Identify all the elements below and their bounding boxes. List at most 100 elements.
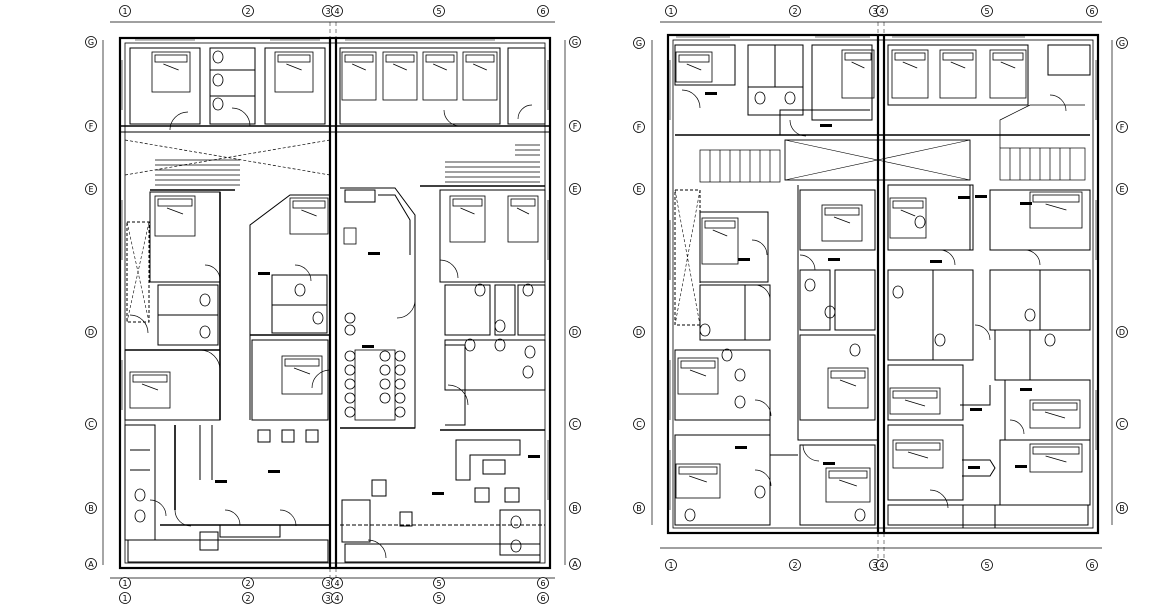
grid-row-bubble: C (633, 418, 645, 430)
grid-bubble-label: 2 (245, 579, 250, 588)
grid-bubble-label: 5 (436, 579, 441, 588)
grid-bubble-label: 4 (334, 594, 339, 603)
toilet-fixture (824, 305, 836, 319)
grid-column-bubble: 4 (331, 5, 343, 17)
bed (889, 387, 941, 415)
grid-row-bubble: G (569, 36, 581, 48)
toilet-fixture (699, 323, 711, 337)
grid-row-bubble: F (633, 121, 645, 133)
grid-row-bubble: A (85, 558, 97, 570)
toilet-fixture (754, 485, 766, 499)
toilet-fixture (134, 509, 146, 523)
annotation-mark (705, 92, 717, 95)
grid-bubble-label: B (88, 504, 94, 513)
bed (1029, 191, 1083, 229)
grid-column-bubble: 2 (789, 5, 801, 17)
grid-row-bubble: F (569, 120, 581, 132)
bed (1029, 399, 1081, 429)
bed (675, 51, 713, 83)
grid-bubble-label: 4 (334, 7, 339, 16)
grid-column-bubble: 4 (331, 592, 343, 604)
grid-column-bubble: 1 (119, 577, 131, 589)
grid-column-bubble: 5 (433, 577, 445, 589)
grid-column-bubble: 5 (433, 592, 445, 604)
grid-bubble-label: 6 (1089, 561, 1094, 570)
toilet-fixture (1024, 308, 1036, 322)
bed (382, 51, 418, 101)
grid-row-bubble: F (85, 120, 97, 132)
toilet-fixture (524, 345, 536, 359)
toilet-fixture (494, 338, 506, 352)
grid-bubble-label: 1 (122, 579, 127, 588)
bed (677, 357, 719, 395)
grid-column-bubble: 1 (119, 5, 131, 17)
grid-bubble-label: C (1119, 420, 1125, 429)
toilet-fixture (474, 283, 486, 297)
annotation-mark (738, 258, 750, 261)
grid-bubble-label: E (88, 185, 93, 194)
grid-column-bubble: 6 (537, 592, 549, 604)
grid-row-bubble: E (569, 183, 581, 195)
annotation-mark (968, 466, 980, 469)
grid-bubble-label: D (636, 328, 642, 337)
grid-row-bubble: C (1116, 418, 1128, 430)
grid-bubble-label: 1 (668, 561, 673, 570)
grid-row-bubble: C (569, 418, 581, 430)
annotation-mark (215, 480, 227, 483)
grid-column-bubble: 2 (242, 577, 254, 589)
grid-bubble-label: 1 (122, 7, 127, 16)
bed (841, 49, 875, 99)
annotation-mark (1020, 202, 1032, 205)
grid-bubble-label: E (572, 185, 577, 194)
grid-bubble-label: 5 (436, 594, 441, 603)
grid-bubble-label: B (1119, 504, 1125, 513)
bed (289, 197, 329, 235)
bed (1029, 443, 1083, 473)
grid-bubble-label: F (573, 122, 578, 131)
toilet-fixture (212, 73, 224, 87)
bed (675, 463, 721, 499)
grid-bubble-label: 2 (792, 7, 797, 16)
toilet-fixture (134, 488, 146, 502)
grid-column-bubble: 6 (1086, 559, 1098, 571)
grid-column-bubble: 1 (665, 559, 677, 571)
grid-bubble-label: F (1120, 123, 1125, 132)
grid-bubble-label: 6 (1089, 7, 1094, 16)
grid-bubble-label: C (636, 420, 642, 429)
grid-row-bubble: F (1116, 121, 1128, 133)
grid-column-bubble: 2 (242, 592, 254, 604)
grid-bubble-label: 4 (879, 7, 884, 16)
grid-column-bubble: 4 (876, 5, 888, 17)
annotation-mark (528, 455, 540, 458)
grid-bubble-label: D (1119, 328, 1125, 337)
bed (341, 51, 377, 101)
grid-column-bubble: 5 (433, 5, 445, 17)
grid-column-bubble: 1 (119, 592, 131, 604)
grid-row-bubble: D (1116, 326, 1128, 338)
grid-column-bubble: 4 (876, 559, 888, 571)
toilet-fixture (734, 395, 746, 409)
annotation-mark (258, 272, 270, 275)
grid-bubble-label: 3 (872, 561, 877, 570)
grid-row-bubble: B (85, 502, 97, 514)
grid-bubble-label: 6 (540, 594, 545, 603)
grid-column-bubble: 1 (665, 5, 677, 17)
toilet-fixture (522, 365, 534, 379)
toilet-fixture (721, 348, 733, 362)
grid-bubble-label: 3 (325, 579, 330, 588)
grid-bubble-label: G (636, 39, 642, 48)
grid-bubble-label: 3 (325, 594, 330, 603)
grid-bubble-label: C (572, 420, 578, 429)
bed (892, 439, 944, 469)
bed (462, 51, 498, 101)
grid-bubble-label: 5 (984, 7, 989, 16)
toilet-fixture (464, 338, 476, 352)
toilet-fixture (510, 539, 522, 553)
grid-column-bubble: 5 (981, 559, 993, 571)
grid-row-bubble: E (85, 183, 97, 195)
grid-row-bubble: D (633, 326, 645, 338)
toilet-fixture (934, 333, 946, 347)
grid-bubble-label: B (572, 504, 578, 513)
grid-row-bubble: E (633, 183, 645, 195)
bed (891, 49, 929, 99)
